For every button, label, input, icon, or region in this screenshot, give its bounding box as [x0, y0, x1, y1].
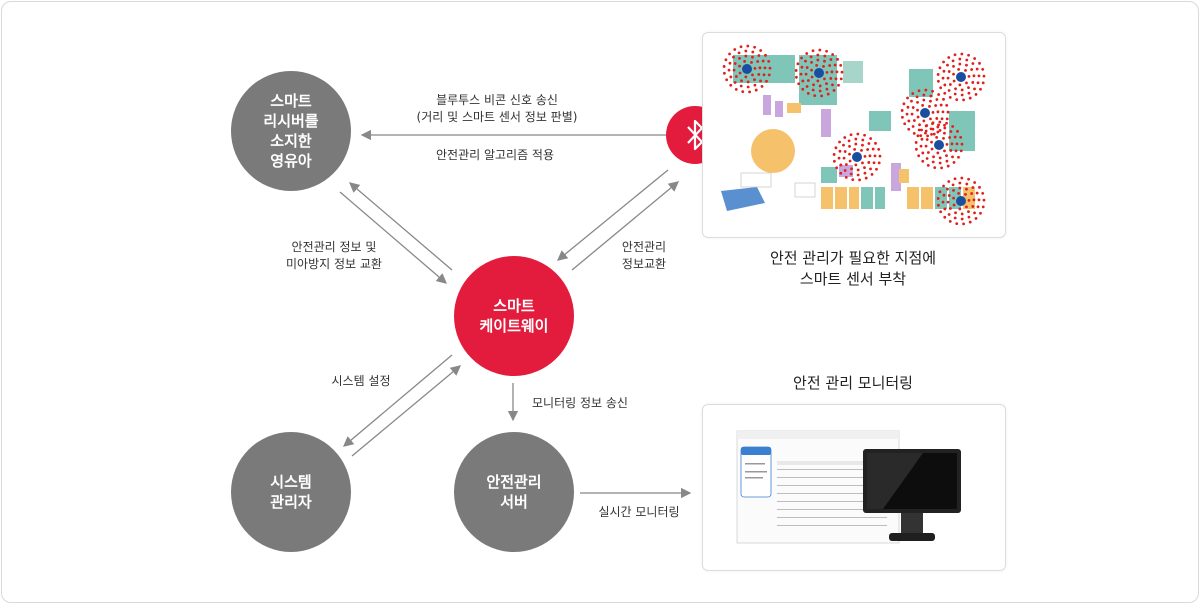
floor-map-image — [702, 32, 1006, 238]
arrow-child-to-gateway — [339, 191, 447, 284]
sensor-center — [934, 140, 944, 150]
sensor-cluster — [832, 132, 882, 182]
label-beacon-signal: 블루투스 비콘 신호 송신 (거리 및 스마트 센서 정보 판별) — [416, 93, 578, 124]
arrow-gateway-to-child — [349, 182, 453, 271]
sensor-cluster — [936, 52, 986, 102]
sensor-center — [956, 72, 966, 82]
sensor-center — [852, 152, 862, 162]
monitor-screen-image — [702, 404, 1006, 571]
node-smart-gateway: 스마트 케이트웨이 — [454, 256, 574, 376]
arrow-beacon-to-gateway — [556, 169, 669, 261]
sensor-center — [920, 108, 930, 118]
sensor-cluster — [722, 44, 772, 94]
label-system-setting: 시스템 설정 — [331, 374, 391, 388]
node-system-admin: 시스템 관리자 — [231, 432, 351, 552]
label-realtime: 실시간 모니터링 — [598, 505, 680, 519]
sensor-center — [742, 64, 752, 74]
arrow-gateway-to-beacon — [571, 181, 680, 271]
arrow-admin-to-gateway — [351, 365, 461, 457]
label-exchange-left: 안전관리 정보 및 미아방지 정보 교환 — [286, 240, 382, 271]
node-child-receiver: 스마트 리시버를 소지한 영유아 — [231, 71, 351, 191]
arrow-gateway-to-admin — [343, 354, 453, 447]
sensor-center — [814, 68, 824, 78]
sensor-center — [956, 196, 966, 206]
sensor-cluster — [936, 176, 986, 226]
label-algorithm: 안전관리 알고리즘 적용 — [435, 148, 555, 162]
caption-monitoring: 안전 관리 모니터링 — [793, 374, 913, 392]
sensor-cluster — [914, 120, 964, 170]
sensor-cluster — [794, 48, 844, 98]
label-monitor-send: 모니터링 정보 송신 — [532, 396, 628, 410]
label-exchange-right: 안전관리 정보교환 — [621, 240, 667, 271]
caption-sensor: 안전 관리가 필요한 지점에 스마트 센서 부착 — [769, 249, 937, 288]
node-safety-server: 안전관리 서버 — [454, 432, 574, 552]
